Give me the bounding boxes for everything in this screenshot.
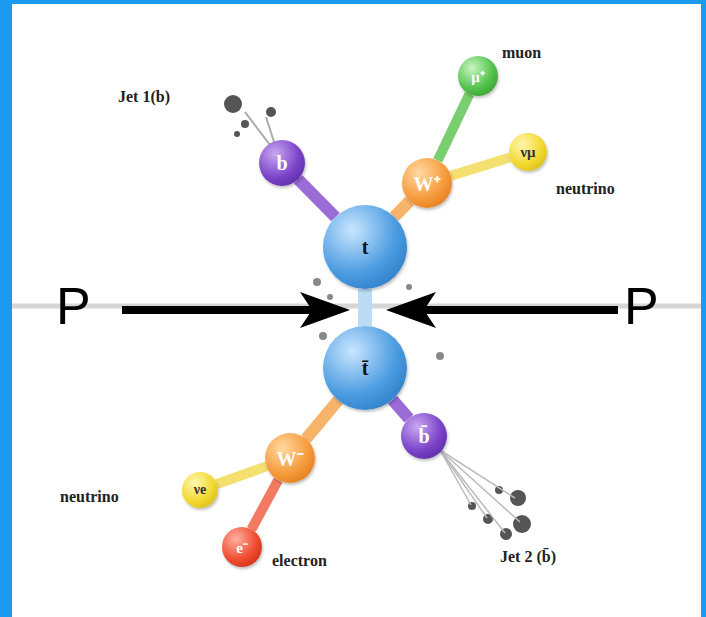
particle-symbol: W⁻ (277, 445, 304, 472)
particle-circle: νμ (509, 133, 547, 171)
decay-line (306, 400, 338, 439)
particle-circle: W⁺ (402, 158, 452, 208)
decay-line (217, 466, 266, 484)
particle-circle: b (259, 140, 305, 186)
jet-label: Jet 1(b) (118, 88, 170, 106)
proton-label: P (624, 276, 659, 336)
proton-label: P (56, 276, 91, 336)
particle-circle: e⁻ (222, 527, 262, 567)
decay-line (438, 94, 470, 160)
decay-line (451, 158, 510, 176)
decay-line-stroke (217, 466, 266, 484)
particle-symbol: W⁺ (414, 170, 441, 197)
decay-line-stroke (306, 400, 338, 439)
decay-line (298, 179, 335, 217)
particle-symbol: b (276, 152, 287, 175)
particle-symbol: t (362, 236, 369, 259)
particle-symbol: e⁻ (236, 537, 248, 557)
particle-circle: b̄ (401, 413, 447, 459)
particle-symbol: b̄ (418, 425, 429, 448)
particle-name: muon (502, 44, 541, 62)
decay-line-stroke (358, 289, 372, 326)
particle-symbol: νμ (520, 144, 535, 161)
particle-name: neutrino (60, 488, 119, 506)
frame-bar (0, 0, 12, 617)
decay-line (393, 400, 409, 419)
particle-circle: νe (182, 472, 218, 508)
particle-circle: t̄ (323, 326, 407, 410)
particle-circle: W⁻ (265, 433, 315, 483)
jet-label: Jet 2 (b̄) (500, 548, 556, 566)
decay-line-stroke (393, 400, 409, 419)
particle-symbol: t̄ (362, 357, 369, 380)
particle-circle: t (323, 205, 407, 289)
decay-line (394, 201, 409, 217)
particle-circle: μ⁺ (458, 56, 498, 96)
decay-line (251, 480, 278, 529)
decay-line-stroke (451, 158, 510, 176)
decay-line-stroke (298, 179, 335, 217)
particle-symbol: μ⁺ (471, 66, 485, 86)
decay-line (365, 289, 366, 326)
particle-name: electron (272, 552, 327, 570)
frame-bar (0, 0, 706, 4)
decay-line-stroke (394, 201, 409, 217)
particle-symbol: νe (194, 482, 206, 498)
decay-line-stroke (438, 94, 470, 160)
particle-name: neutrino (556, 180, 615, 198)
frame-bar (701, 0, 706, 617)
decay-line-stroke (251, 480, 278, 529)
jet-particles (224, 95, 531, 540)
